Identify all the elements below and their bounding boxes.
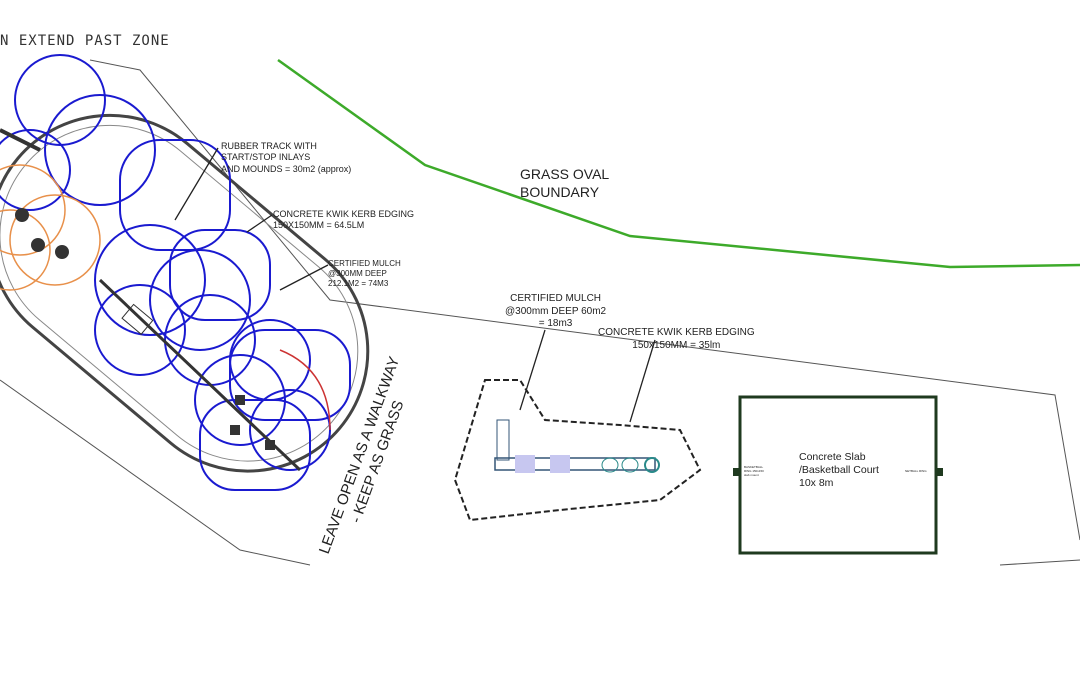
site-boundary-bottom bbox=[0, 379, 311, 566]
label-line: GRASS OVAL bbox=[520, 166, 610, 182]
basketball-ring-label: BASKETBALL RING 150x150 slab mount bbox=[744, 465, 764, 477]
label-line: @300MM DEEP bbox=[328, 269, 387, 278]
leader-lines bbox=[174, 147, 656, 423]
label-line: @300mm DEEP 60m2 bbox=[505, 305, 607, 317]
grass-oval-boundary-line bbox=[277, 58, 1080, 269]
court-label: Concrete Slab /Basketball Court 10x 8m bbox=[799, 451, 879, 490]
kerb-edging-label-2: CONCRETE KWIK KERB EDGING 150x150MM = 35… bbox=[598, 327, 755, 352]
label-line: Concrete Slab bbox=[799, 451, 866, 463]
rubber-track-label: RUBBER TRACK WITH START/STOP INLAYS AND … bbox=[221, 141, 351, 175]
small-play-unit bbox=[494, 419, 660, 473]
site-boundary-bottom-right bbox=[999, 559, 1080, 566]
small-mulch-area bbox=[453, 379, 702, 522]
slide-zone bbox=[279, 349, 331, 431]
label-line: AND MOUNDS = 30m2 (approx) bbox=[221, 163, 352, 174]
rubber-track bbox=[0, 54, 351, 491]
grass-oval-label: GRASS OVAL BOUNDARY bbox=[520, 166, 609, 201]
mulch-label-2: CERTIFIED MULCH @300mm DEEP 60m2 = 18m3 bbox=[505, 293, 606, 331]
basketball-ring-marker bbox=[733, 468, 740, 476]
label-line: CERTIFIED MULCH bbox=[510, 293, 602, 304]
label-line: /Basketball Court bbox=[799, 464, 879, 477]
swing-zones bbox=[0, 164, 101, 291]
equipment-bar bbox=[0, 128, 41, 152]
label-line: RUBBER TRACK WITH bbox=[221, 141, 317, 151]
label-line: CONCRETE KWIK KERB EDGING bbox=[273, 209, 415, 219]
label-line: CONCRETE KWIK KERB EDGING bbox=[598, 327, 755, 338]
netball-ring-label: NETBALL RING bbox=[905, 469, 927, 473]
label-line: BOUNDARY bbox=[520, 183, 600, 200]
play-equipment bbox=[15, 208, 275, 450]
label-line: CERTIFIED MULCH bbox=[328, 259, 401, 268]
label-line: = 18m3 bbox=[538, 318, 573, 329]
label-line: 212.1M2 = 74M3 bbox=[328, 279, 389, 288]
mulch-label-1: CERTIFIED MULCH @300MM DEEP 212.1M2 = 74… bbox=[328, 259, 401, 289]
site-boundary-line bbox=[89, 59, 1080, 541]
label-line: START/STOP INLAYS bbox=[221, 152, 311, 163]
label-line: 10x 8m bbox=[799, 477, 834, 490]
label-line: 150x150MM = 35lm bbox=[632, 339, 721, 351]
kerb-edging-label-1: CONCRETE KWIK KERB EDGING 150X150MM = 64… bbox=[273, 209, 414, 232]
label-line: 150X150MM = 64.5LM bbox=[273, 220, 365, 231]
equipment-spine bbox=[98, 278, 302, 472]
netball-ring-marker bbox=[936, 468, 943, 476]
header-note: N EXTEND PAST ZONE bbox=[0, 33, 170, 49]
